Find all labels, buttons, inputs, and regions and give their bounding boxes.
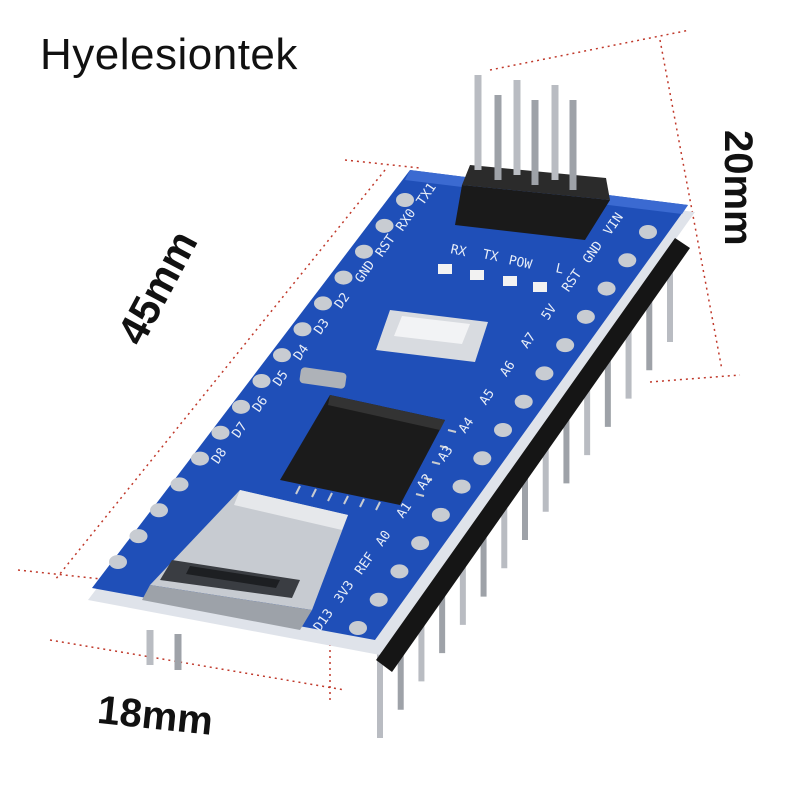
dim-line-20 <box>659 39 723 371</box>
reset-button <box>376 310 488 362</box>
pad-right <box>390 564 409 579</box>
pad-right <box>411 536 430 551</box>
pin-label-right: A5 <box>477 387 498 408</box>
pin-label-right: A2 <box>415 471 436 492</box>
dim-line-bottom-45 <box>17 569 111 581</box>
pad-right <box>369 592 388 607</box>
pin-label-right: A4 <box>456 415 477 437</box>
pad-left <box>396 193 414 207</box>
pin-pads <box>109 193 657 635</box>
pad-left <box>109 555 127 569</box>
led-label-rx: RX <box>449 242 468 260</box>
pad-left <box>129 529 148 544</box>
pad-right <box>473 451 492 466</box>
pin-label-right: A0 <box>373 528 394 549</box>
status-leds <box>438 264 547 292</box>
pad-right <box>576 309 595 324</box>
pad-left <box>170 477 189 492</box>
mini-usb-connector <box>142 490 348 630</box>
pin-label-right: A7 <box>518 330 539 351</box>
brand-name: Hyelesiontek <box>40 30 298 79</box>
pad-right <box>514 394 533 409</box>
pad-left <box>273 348 291 363</box>
pad-right <box>597 281 616 296</box>
pin-label-left: D6 <box>250 394 271 415</box>
pad-right <box>618 253 637 268</box>
pin-label-right: A1 <box>394 500 415 521</box>
pin-label-right: A3 <box>435 443 456 464</box>
pin-label-right: A6 <box>497 358 518 379</box>
pin-label-left: D8 <box>209 445 230 466</box>
dim-line-top-20 <box>489 29 691 71</box>
pad-left <box>293 322 312 337</box>
pad-left <box>232 399 250 414</box>
pad-right <box>494 423 512 437</box>
led-label-l: L <box>554 261 565 277</box>
pad-right <box>349 621 367 635</box>
pad-right <box>639 225 657 239</box>
right-header-strip <box>376 238 690 672</box>
pad-left <box>150 503 168 518</box>
pad-right <box>452 479 471 494</box>
dim-line-45 <box>54 169 386 581</box>
pad-left <box>252 374 271 388</box>
pin-label-right: 5V <box>539 302 560 324</box>
pad-left <box>355 244 373 259</box>
icsp-header <box>455 75 610 240</box>
pad-left <box>375 218 394 233</box>
pad-left <box>191 451 209 466</box>
dim-line-bottom-20 <box>649 374 741 383</box>
microcontroller-chip <box>280 395 457 511</box>
led-label-tx: TX <box>481 247 500 265</box>
pad-left <box>334 270 353 285</box>
pin-label-left: D4 <box>291 342 312 364</box>
crystal-oscillator <box>299 367 347 389</box>
height-dimension-label: 20mm <box>716 130 760 246</box>
silkscreen-labels: RX TX POW L <box>449 242 565 277</box>
dim-line-18 <box>49 639 346 691</box>
pin-label-left: D2 <box>332 290 353 311</box>
pad-left <box>314 296 332 311</box>
pad-right <box>556 338 575 353</box>
led-label-pow: POW <box>507 253 533 273</box>
dim-line-top-45 <box>344 159 421 169</box>
pad-right <box>535 366 554 381</box>
pad-right <box>431 507 450 522</box>
pin-label-left: D7 <box>229 420 250 441</box>
pin-label-left: D3 <box>311 316 332 337</box>
left-header-legs <box>146 630 182 670</box>
pin-label-left: D5 <box>270 368 291 389</box>
pad-left <box>211 425 230 440</box>
